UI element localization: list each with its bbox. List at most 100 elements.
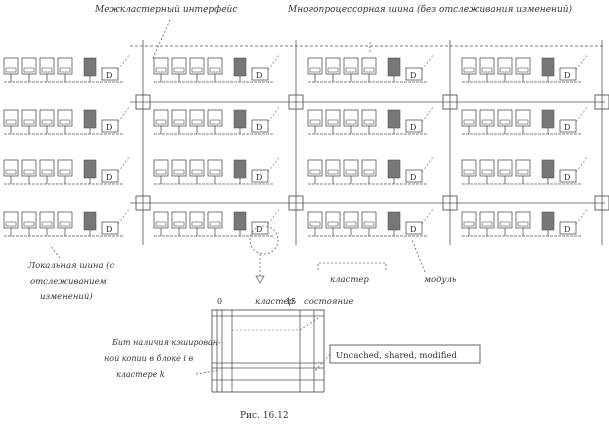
- cache: [517, 67, 529, 73]
- directory-box: [405, 169, 423, 183]
- cache: [345, 221, 357, 227]
- presence-label-line3: кластере k: [116, 370, 165, 379]
- directory-label: D: [106, 71, 112, 80]
- cache: [41, 119, 53, 125]
- directory-label: D: [410, 225, 416, 234]
- module-pointer: [411, 239, 426, 273]
- directory-label: D: [256, 123, 262, 132]
- zoom-arrow: [255, 275, 265, 284]
- cache: [345, 169, 357, 175]
- figure-caption: Рис. 16.12: [240, 411, 289, 421]
- cache: [517, 221, 529, 227]
- directory-box: [251, 67, 269, 81]
- module-label: модуль: [424, 275, 457, 285]
- directory-cluster-label: кластер: [255, 297, 294, 307]
- directory-pointer: [575, 155, 589, 173]
- memory-module: [83, 159, 97, 179]
- directory-box: [559, 119, 577, 133]
- directory-pointer: [267, 207, 281, 225]
- cache: [23, 67, 35, 73]
- memory-module: [83, 57, 97, 77]
- cache: [499, 119, 511, 125]
- directory-pointer: [421, 105, 435, 123]
- directory-pointer: [421, 207, 435, 225]
- cache: [363, 67, 375, 73]
- cache: [481, 67, 493, 73]
- cache: [345, 67, 357, 73]
- cache: [209, 119, 221, 125]
- directory-pointer: [421, 53, 435, 71]
- directory-pointer: [117, 155, 131, 173]
- directory-pointer: [575, 105, 589, 123]
- presence-pointer: [195, 369, 221, 375]
- cache: [41, 221, 53, 227]
- directory-box: [251, 221, 269, 235]
- presence-label-line2: ной копии в блоке i в: [104, 354, 194, 363]
- cache: [155, 169, 167, 175]
- memory-module: [233, 109, 247, 129]
- memory-module: [387, 109, 401, 129]
- directory-pointer: [575, 53, 589, 71]
- directory-label: D: [410, 123, 416, 132]
- directory-pointer: [267, 53, 281, 71]
- cache: [209, 67, 221, 73]
- cache: [23, 221, 35, 227]
- cache: [59, 67, 71, 73]
- cache: [191, 119, 203, 125]
- directory-box: [405, 221, 423, 235]
- cache: [155, 67, 167, 73]
- directory-state-label: состояние: [304, 297, 354, 307]
- cache: [5, 67, 17, 73]
- directory-label: D: [256, 225, 262, 234]
- cache: [209, 221, 221, 227]
- memory-module: [233, 159, 247, 179]
- directory-pointer: [267, 155, 281, 173]
- directory-pointer: [117, 53, 131, 71]
- cache: [41, 67, 53, 73]
- state-pointer: [299, 317, 319, 331]
- cache: [5, 169, 17, 175]
- cache: [5, 221, 17, 227]
- local-bus-pointer: [49, 244, 61, 259]
- cache: [173, 169, 185, 175]
- memory-module: [541, 159, 555, 179]
- interconnect-pointer: [151, 19, 171, 61]
- cache: [463, 221, 475, 227]
- state-box-pointer: [313, 353, 331, 373]
- cache: [327, 169, 339, 175]
- cache: [363, 119, 375, 125]
- directory-index-left: 0: [217, 297, 222, 306]
- cluster-bracket: [317, 262, 387, 270]
- directory-pointer: [117, 207, 131, 225]
- cache: [191, 221, 203, 227]
- memory-module: [387, 211, 401, 231]
- directory-label: D: [410, 71, 416, 80]
- directory-box: [559, 67, 577, 81]
- cache: [499, 221, 511, 227]
- directory-pointer: [267, 105, 281, 123]
- cache: [327, 119, 339, 125]
- cache: [499, 169, 511, 175]
- cache: [327, 221, 339, 227]
- directory-label: D: [256, 71, 262, 80]
- directory-pointer: [117, 105, 131, 123]
- cache: [173, 221, 185, 227]
- directory-index-right: 15: [286, 297, 296, 306]
- cache: [23, 119, 35, 125]
- directory-label: D: [564, 225, 570, 234]
- cache: [59, 221, 71, 227]
- cache: [327, 67, 339, 73]
- cache: [517, 119, 529, 125]
- directory-box: [101, 169, 119, 183]
- directory-box: [405, 67, 423, 81]
- directory-label: D: [410, 173, 416, 182]
- cache: [309, 67, 321, 73]
- cache: [173, 67, 185, 73]
- cache: [481, 221, 493, 227]
- directory-label: D: [564, 173, 570, 182]
- cache: [155, 221, 167, 227]
- cache: [309, 119, 321, 125]
- directory-box: [559, 221, 577, 235]
